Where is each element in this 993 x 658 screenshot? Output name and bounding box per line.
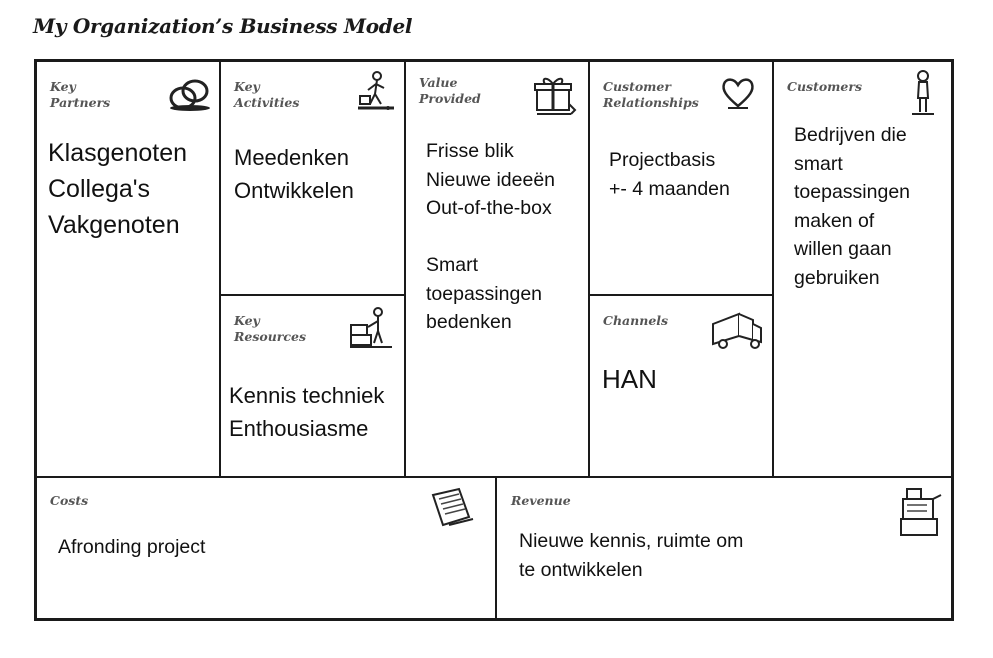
- channels-block: Channels HAN: [590, 296, 774, 476]
- key-resources-label: Key Resources: [234, 313, 306, 344]
- heart-icon: [722, 78, 754, 109]
- costs-content: Afronding project: [58, 536, 206, 558]
- customer-relationships-block: Customer Relationships Projectbasis +- 4…: [590, 62, 774, 296]
- value-provided-content: Frisse blik Nieuwe ideeën Out-of-the-box…: [426, 140, 556, 333]
- customers-block: Customers Bedrijven die smart toepassing…: [774, 62, 951, 476]
- rings-icon: [169, 79, 210, 111]
- worker-icon: [358, 71, 394, 110]
- key-activities-label: Key Activities: [234, 79, 300, 110]
- truck-icon: [712, 312, 762, 349]
- key-partners-label: Key Partners: [50, 79, 111, 110]
- key-resources-block: Key Resources Kennis techniek Enthousias…: [221, 296, 406, 476]
- gift-icon: [534, 77, 577, 115]
- channels-label: Channels: [603, 313, 669, 328]
- revenue-content: Nieuwe kennis, ruimte om te ontwikkelen: [519, 530, 744, 581]
- key-activities-block: Key Activities Meedenken Ontwikkelen: [221, 62, 406, 296]
- value-provided-block: Value Provided Frisse blik Nieuwe ideeën…: [406, 62, 590, 476]
- cash-register-icon: [900, 488, 942, 536]
- person-icon: [912, 70, 934, 115]
- value-provided-label: Value Provided: [419, 75, 481, 106]
- revenue-label: Revenue: [511, 493, 571, 508]
- papers-icon: [431, 487, 474, 527]
- customer-relationships-content: Projectbasis +- 4 maanden: [609, 149, 730, 200]
- key-partners-block: Key Partners Klasgenoten Collega's Vakge…: [37, 62, 221, 476]
- page-title: My Organization’s Business Model: [33, 14, 413, 38]
- customers-label: Customers: [787, 79, 862, 94]
- key-partners-content: Klasgenoten Collega's Vakgenoten: [48, 139, 188, 239]
- worker-with-boxes-icon: [350, 307, 392, 348]
- business-model-canvas: Key Partners Klasgenoten Collega's Vakge…: [34, 59, 954, 621]
- key-activities-content: Meedenken Ontwikkelen: [234, 145, 354, 203]
- costs-block: Costs Afronding project: [37, 476, 497, 618]
- costs-label: Costs: [50, 493, 89, 508]
- key-resources-content: Kennis techniek Enthousiasme: [229, 383, 385, 441]
- revenue-block: Revenue Nieuwe kennis, ruimte om te ontw…: [497, 476, 951, 618]
- customer-relationships-label: Customer Relationships: [603, 79, 699, 110]
- channels-content: HAN: [602, 364, 657, 394]
- customers-content: Bedrijven die smart toepassingen maken o…: [794, 124, 911, 289]
